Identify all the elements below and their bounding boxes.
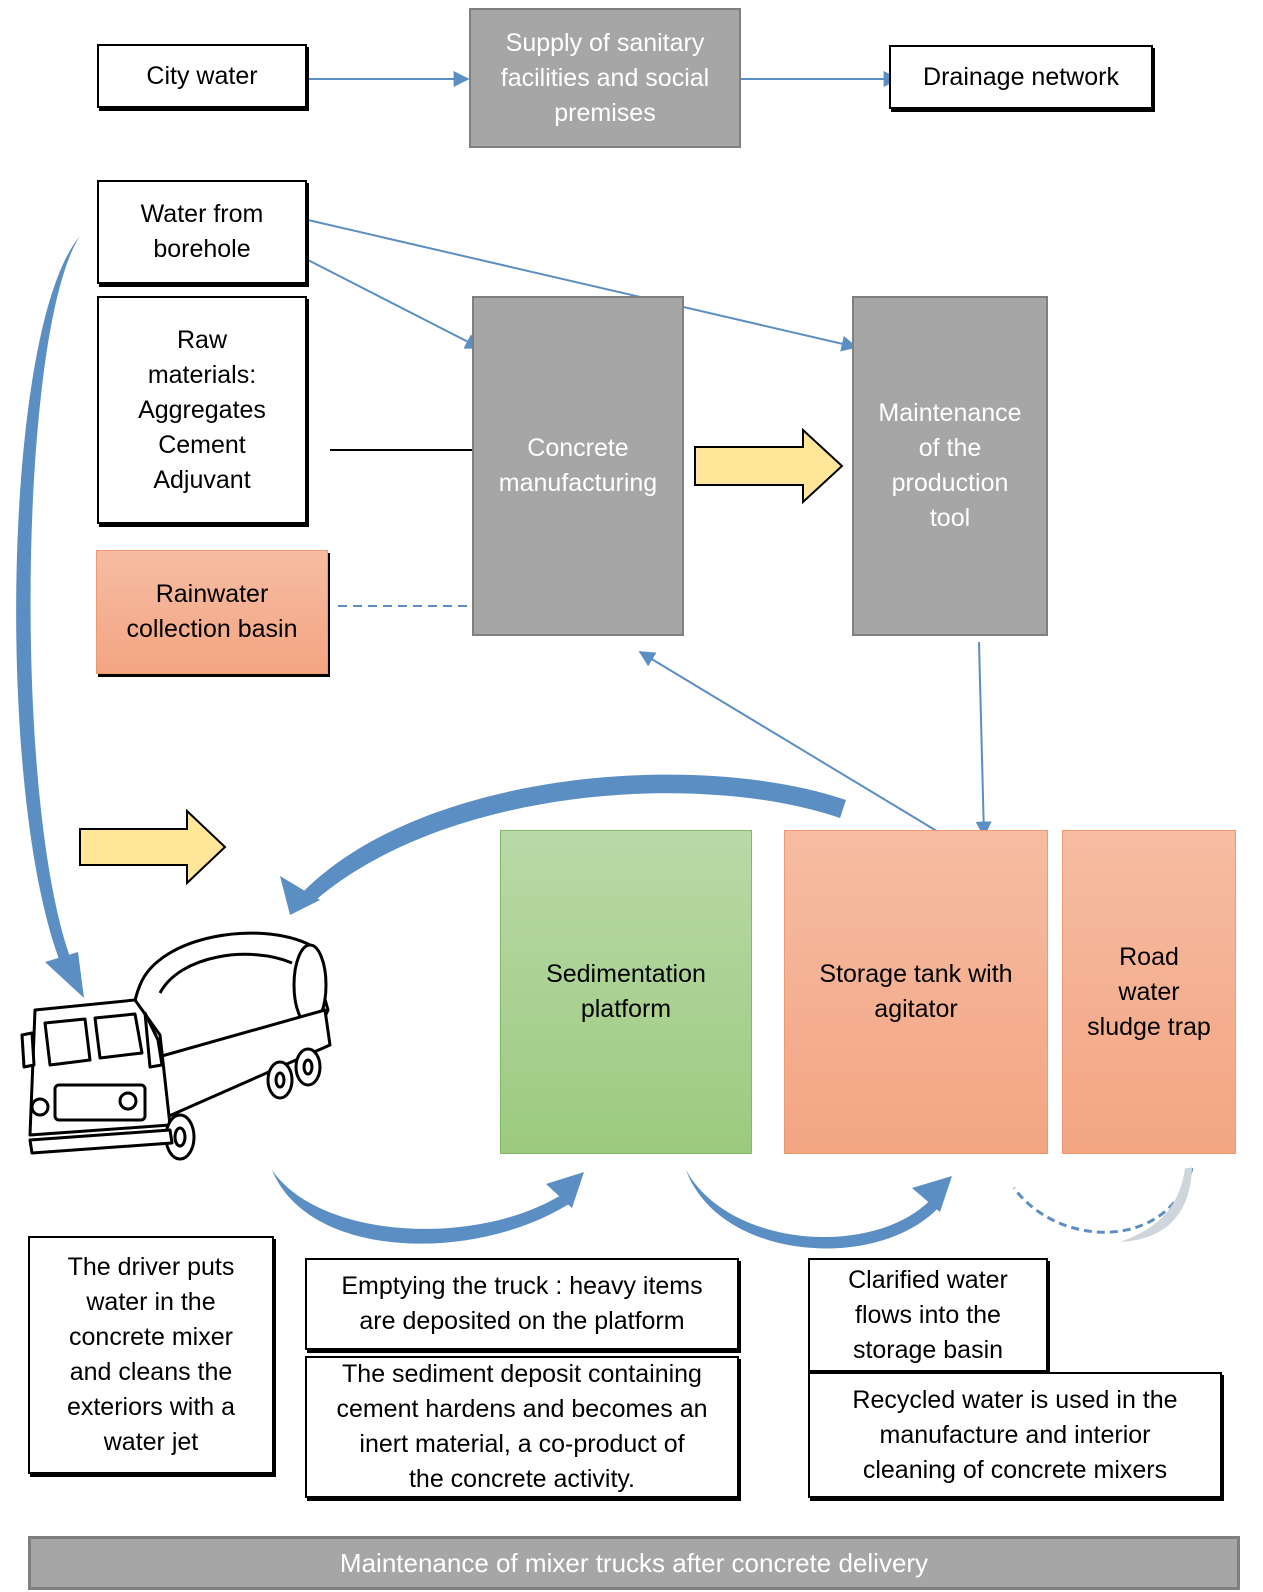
road-water-trap-label: Road water sludge trap	[1087, 942, 1211, 1041]
curved-arrow-borehole-to-truck	[16, 236, 80, 976]
maintenance-tool-box: Maintenance of the production tool	[852, 296, 1048, 636]
city-water-box: City water	[97, 44, 307, 108]
yellow-arrow-to-truck	[79, 808, 227, 886]
curved-arrow-storage-to-truck	[300, 774, 846, 905]
water-borehole-label: Water from borehole	[140, 200, 264, 263]
emptying-note: Emptying the truck : heavy items are dep…	[305, 1258, 739, 1350]
footer-banner-text: Maintenance of mixer trucks after concre…	[339, 1547, 929, 1578]
storage-tank-label: Storage tank with agitator	[819, 960, 1013, 1023]
drainage-network-label: Drainage network	[923, 62, 1119, 91]
clarified-note: Clarified water flows into the storage b…	[808, 1258, 1048, 1372]
water-borehole-box: Water from borehole	[97, 180, 307, 284]
curved-arrow-platform-to-storage-head	[912, 1176, 952, 1212]
recycled-note: Recycled water is used in the manufactur…	[808, 1372, 1222, 1498]
sediment-note: The sediment deposit containing cement h…	[305, 1356, 739, 1498]
sedimentation-platform-label: Sedimentation platform	[546, 960, 706, 1023]
arrow-borehole-to-concrete	[307, 259, 482, 349]
dashed-return-trap-shade	[1120, 1168, 1192, 1242]
raw-materials-box: Raw materials: Aggregates Cement Adjuvan…	[97, 296, 307, 524]
yellow-arrow-concrete-to-maintenance	[694, 427, 844, 505]
footer-banner: Maintenance of mixer trucks after concre…	[28, 1536, 1240, 1590]
arrow-maintenance-to-storage	[975, 641, 992, 838]
city-water-label: City water	[146, 61, 258, 90]
road-water-trap-box: Road water sludge trap	[1062, 830, 1236, 1154]
curved-arrow-platform-to-storage	[686, 1170, 940, 1249]
emptying-note-text: Emptying the truck : heavy items are dep…	[341, 1272, 703, 1335]
supply-sanitary-label: Supply of sanitary facilities and social…	[500, 28, 710, 127]
concrete-mixer-truck-icon	[20, 931, 332, 1161]
curved-arrow-storage-to-truck-head	[280, 876, 320, 915]
clarified-note-text: Clarified water flows into the storage b…	[848, 1265, 1008, 1364]
rainwater-basin-box: Rainwater collection basin	[96, 550, 328, 674]
recycled-note-text: Recycled water is used in the manufactur…	[852, 1385, 1178, 1484]
maintenance-tool-label: Maintenance of the production tool	[878, 399, 1022, 532]
supply-sanitary-box: Supply of sanitary facilities and social…	[469, 8, 741, 148]
drainage-network-box: Drainage network	[889, 45, 1153, 109]
rainwater-basin-label: Rainwater collection basin	[126, 580, 298, 643]
arrow-storage-to-concrete	[638, 651, 946, 837]
raw-materials-label: Raw materials: Aggregates Cement Adjuvan…	[138, 325, 266, 494]
sedimentation-platform-box: Sedimentation platform	[500, 830, 752, 1154]
concrete-manufacturing-label: Concrete manufacturing	[498, 434, 658, 497]
curved-arrow-borehole-to-truck-head	[45, 952, 84, 998]
sediment-note-text: The sediment deposit containing cement h…	[336, 1360, 708, 1493]
arrow-borehole-to-maintenance	[307, 219, 858, 352]
driver-note-text: The driver puts water in the concrete mi…	[66, 1253, 236, 1456]
driver-note: The driver puts water in the concrete mi…	[28, 1236, 274, 1474]
concrete-manufacturing-box: Concrete manufacturing	[472, 296, 684, 636]
storage-tank-box: Storage tank with agitator	[784, 830, 1048, 1154]
curved-arrow-truck-to-platform-head	[546, 1172, 584, 1208]
curved-arrow-truck-to-platform	[272, 1170, 572, 1244]
